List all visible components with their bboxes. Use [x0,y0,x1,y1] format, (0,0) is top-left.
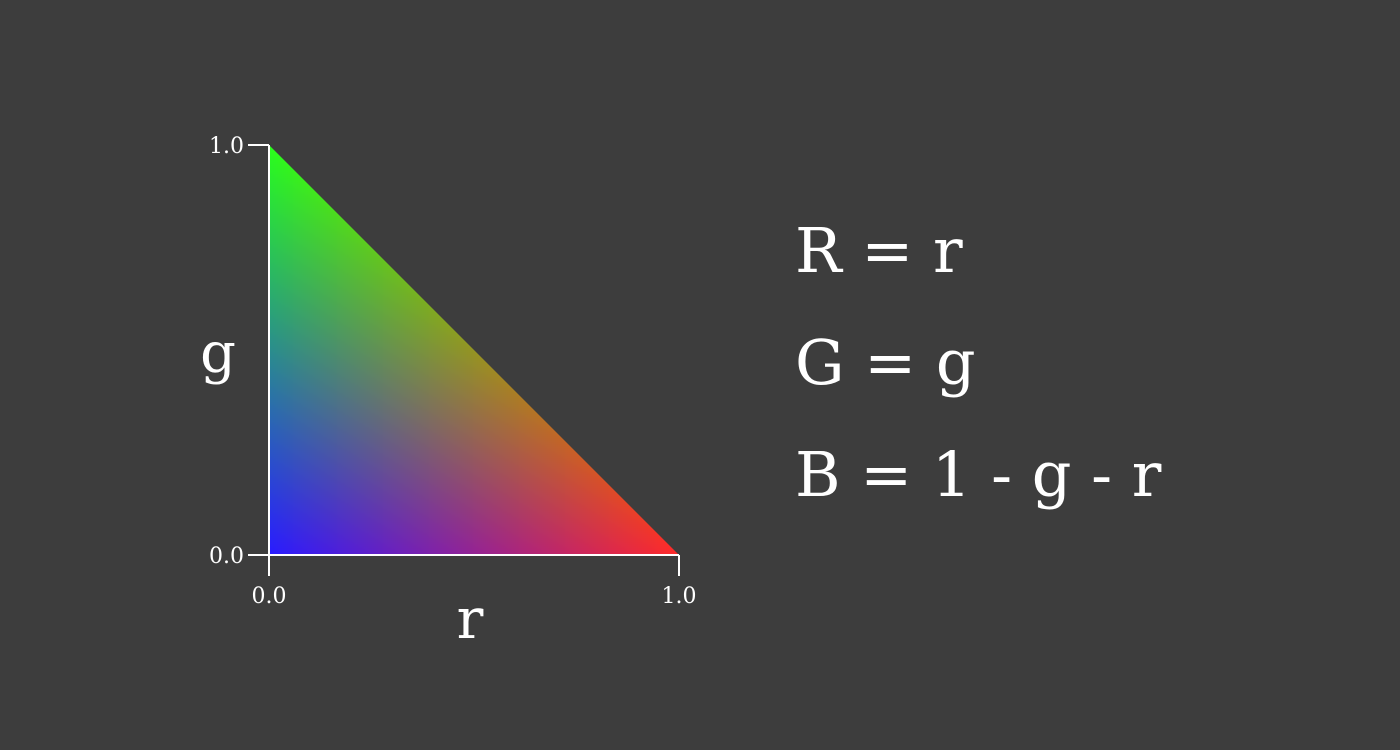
y-tick-label-max: 1.0 [209,134,244,159]
color-triangle [269,145,679,555]
formula-blue: B = 1 - g - r [795,438,1162,511]
formula-green: G = g [795,326,976,399]
y-tick-label-min: 0.0 [209,544,244,569]
color-gradient-fill [269,145,679,555]
x-axis-label: r [457,587,484,652]
formula-list: R = r G = g B = 1 - g - r [795,195,1355,531]
x-tick-label-min: 0.0 [252,584,287,609]
formula-red: R = r [795,214,963,287]
y-axis-label: g [200,321,236,386]
x-tick-label-max: 1.0 [662,584,697,609]
